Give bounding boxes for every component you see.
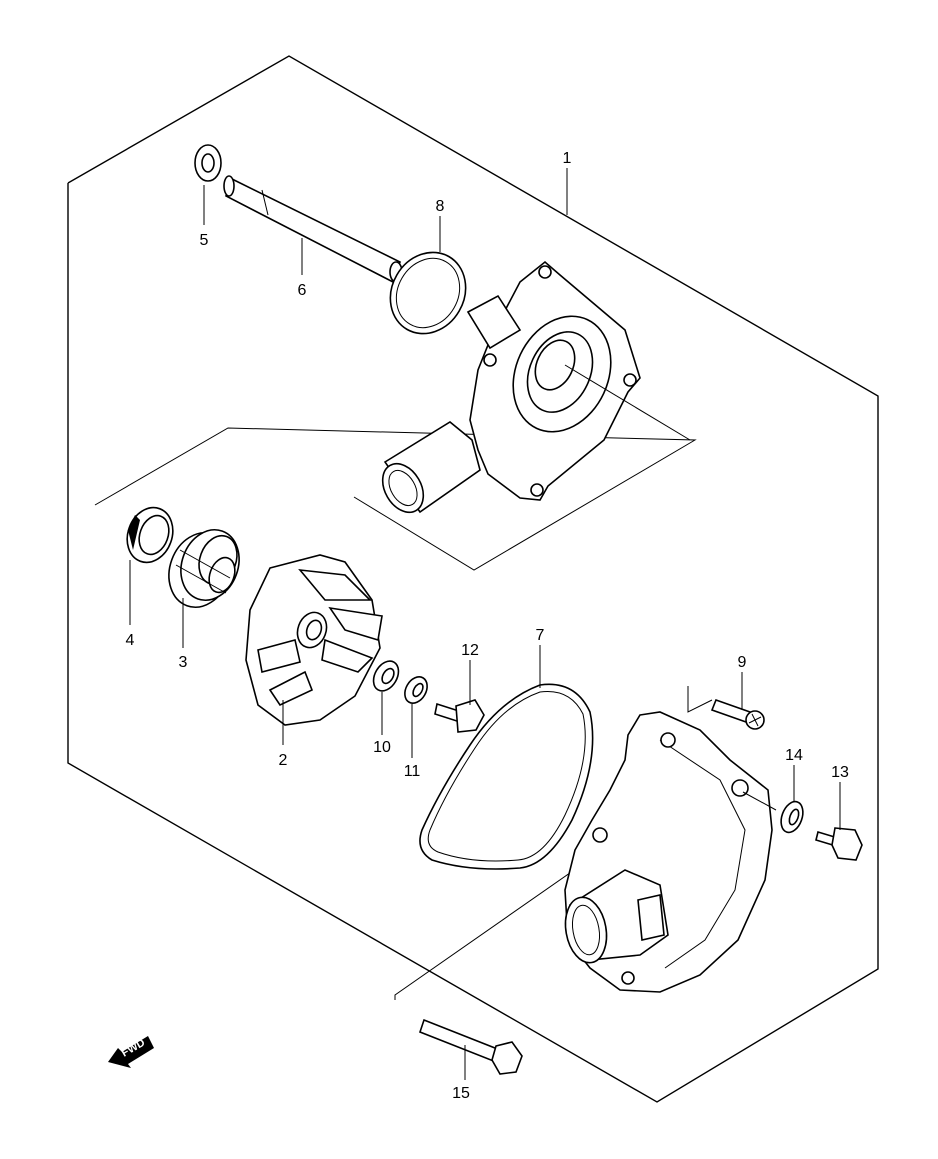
bolt-13: [815, 782, 863, 861]
pump-cover: [564, 711, 777, 993]
part-label-4: 4: [126, 632, 135, 649]
pump-housing: [381, 260, 691, 514]
bolt-15: [419, 1018, 523, 1080]
assembly-frame: [67, 55, 879, 1103]
mechanical-seal-3: [168, 529, 240, 648]
part-label-6: 6: [298, 282, 307, 299]
part-label-13: 13: [831, 764, 849, 781]
part-label-7: 7: [536, 627, 545, 644]
bolt-9: [710, 672, 765, 730]
part-label-8: 8: [436, 198, 445, 215]
washer-11: [404, 676, 428, 758]
part-label-1: 1: [563, 150, 572, 167]
part-label-15: 15: [452, 1085, 470, 1102]
impeller-2: [245, 554, 383, 745]
washer-14: [780, 765, 804, 834]
housing-group-bracket: [94, 427, 697, 571]
fwd-arrow-icon: FWD: [108, 1036, 154, 1068]
part-label-2: 2: [279, 752, 288, 769]
part-label-5: 5: [200, 232, 209, 249]
part-label-12: 12: [461, 642, 479, 659]
cover-group-bracket-lower: [394, 844, 611, 1000]
part-label-11: 11: [404, 763, 421, 780]
o-ring-8: [389, 216, 467, 335]
cover-group-bracket: [687, 686, 713, 713]
part-label-9: 9: [738, 654, 747, 671]
gasket-7: [419, 645, 594, 870]
oil-seal-4: [126, 506, 174, 625]
washer-10: [372, 660, 400, 735]
washer-5: [194, 144, 222, 225]
part-label-14: 14: [785, 747, 803, 764]
pump-shaft-6: [223, 175, 403, 284]
part-label-10: 10: [373, 739, 391, 756]
bolt-12: [434, 660, 485, 733]
part-label-3: 3: [179, 654, 188, 671]
